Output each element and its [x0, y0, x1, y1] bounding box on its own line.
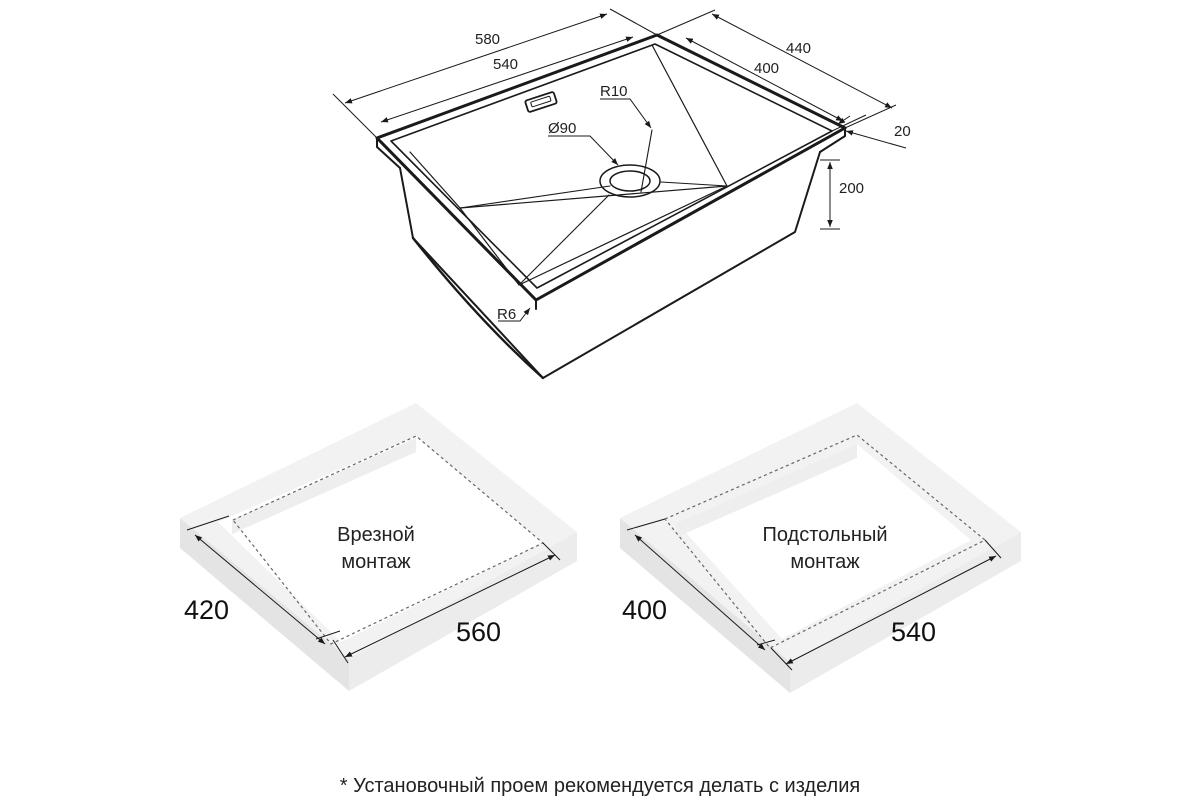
leader-d90: [548, 135, 619, 166]
drain-inner: [609, 170, 651, 192]
label-under-line2: монтаж: [790, 551, 860, 573]
dim-line-540: [380, 36, 634, 123]
dim-400-cutout: 400: [622, 595, 667, 625]
cutout-flush-dims: [186, 515, 561, 664]
sink-wall-front: [459, 185, 728, 286]
dim-540: 540: [493, 56, 518, 73]
label-under-line1: Подстольный: [762, 524, 887, 546]
dim-line-540-cutout: [785, 555, 997, 665]
cutout-under-dashed: [664, 434, 987, 649]
dim-20: 20: [894, 123, 911, 140]
drain-diameter: Ø90: [548, 120, 576, 137]
label-flush-line1: Врезной: [337, 524, 415, 546]
dim-line-440: [711, 13, 893, 109]
sink-flange-thickness: [376, 127, 846, 310]
cutout-under-dims: [626, 518, 1002, 671]
sink-bowl-bottom-front: [411, 236, 545, 380]
dim-line-400: [685, 37, 844, 122]
dim-440: 440: [786, 40, 811, 57]
leader-r10: [600, 98, 652, 129]
dim-line-20: [837, 115, 851, 125]
dim-line-420: [194, 534, 326, 645]
leader-r6: [498, 307, 531, 322]
dim-560: 560: [456, 617, 501, 647]
radius-r10: R10: [600, 83, 628, 100]
dim-420: 420: [184, 595, 229, 625]
dim-400: 400: [754, 60, 779, 77]
dim-line-560: [344, 554, 556, 658]
cutout-under-inner-edge: [677, 444, 857, 537]
dim-580: 580: [475, 31, 500, 48]
cutout-under-slab: [620, 403, 1021, 693]
label-flush-line2: монтаж: [341, 551, 411, 573]
dim-540-cutout: 540: [891, 617, 936, 647]
cutout-flush-inner-edge: [232, 438, 416, 534]
dim-200: 200: [839, 180, 864, 197]
footnote: * Установочный проем рекомендуется делат…: [340, 775, 860, 797]
cutout-flush-slab: [180, 403, 577, 691]
dim-line-400-cutout: [634, 534, 766, 651]
sink-dimensions: [332, 8, 907, 322]
sink-bottom-slopes: [459, 129, 728, 286]
overflow-icon: [524, 91, 558, 113]
drain-outer: [599, 164, 661, 198]
radius-r6: R6: [497, 306, 516, 323]
